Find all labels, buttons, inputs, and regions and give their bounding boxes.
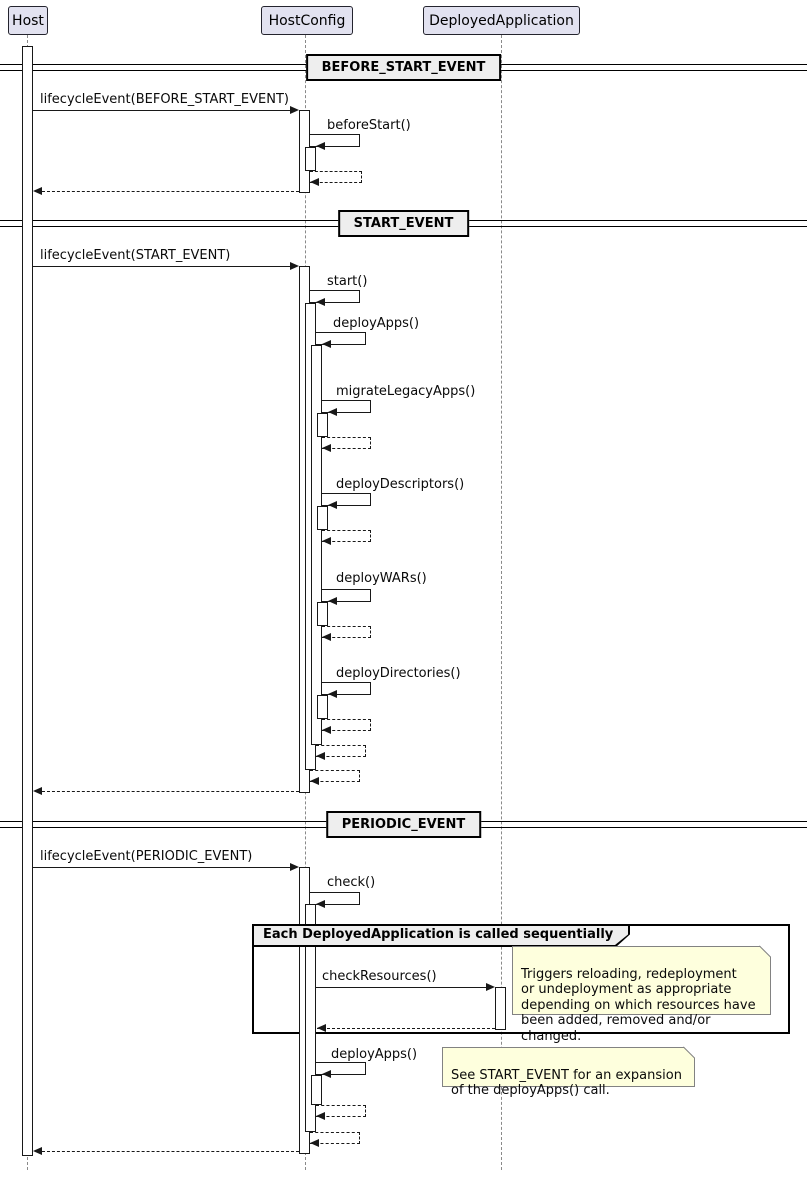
activation-bar-host (22, 46, 33, 1156)
activation-bar-hostconfig (317, 506, 328, 530)
self-call-loop (316, 1062, 366, 1075)
self-return-loop (322, 530, 371, 542)
arrowhead-left (322, 340, 331, 348)
message-line (33, 110, 290, 111)
participant-host-label: Host (12, 12, 44, 29)
arrowhead-left (316, 142, 325, 150)
note-deploy-apps-text: See START_EVENT for an expansion of the … (451, 1067, 682, 1099)
self-return-loop (310, 1132, 360, 1144)
arrowhead-left (328, 597, 337, 605)
arrowhead-left (328, 408, 337, 416)
self-return-loop (322, 719, 371, 731)
message-label-deploydirectories: deployDirectories() (336, 666, 461, 681)
arrowhead-left (310, 777, 319, 785)
message-label-start: start() (327, 274, 368, 289)
return-line (42, 191, 299, 192)
self-return-loop (322, 626, 371, 638)
arrowhead-left (322, 1070, 331, 1078)
self-call-loop (310, 892, 360, 905)
arrowhead-right (486, 983, 495, 991)
divider-start-event: START_EVENT (337, 210, 470, 237)
message-label-deployapps: deployApps() (333, 316, 420, 331)
divider-periodic-event: PERIODIC_EVENT (325, 811, 482, 838)
self-return-loop (322, 437, 371, 449)
arrowhead-left (310, 178, 319, 186)
participant-hostconfig-label: HostConfig (268, 12, 346, 29)
arrowhead-right (290, 863, 299, 871)
arrowhead-right (290, 262, 299, 270)
arrowhead-left (316, 298, 325, 306)
self-call-loop (310, 134, 360, 147)
message-label-deploywars: deployWARs() (336, 571, 427, 586)
participant-hostconfig: HostConfig (261, 6, 353, 35)
group-tab-fill (254, 926, 628, 945)
return-line (317, 1028, 495, 1029)
participant-host: Host (8, 6, 48, 35)
self-call-loop (322, 589, 371, 602)
message-line (33, 867, 290, 868)
message-label-beforestart: beforeStart() (327, 118, 411, 133)
self-call-loop (310, 290, 360, 303)
participant-deployedapplication: DeployedApplication (423, 6, 580, 35)
arrowhead-left (33, 787, 42, 795)
group-title: Each DeployedApplication is called seque… (263, 927, 614, 942)
arrowhead-left (322, 444, 331, 452)
self-return-loop (310, 770, 360, 782)
activation-bar-hostconfig (311, 345, 322, 745)
arrowhead-left (317, 1024, 326, 1032)
message-line (316, 987, 486, 988)
message-label-check: check() (327, 875, 376, 890)
divider-before-start-event: BEFORE_START_EVENT (305, 54, 502, 81)
arrowhead-left (316, 1112, 325, 1120)
message-label-lifecycle-start: lifecycleEvent(START_EVENT) (40, 248, 231, 263)
activation-bar-deployedapplication (495, 987, 506, 1030)
arrowhead-left (316, 752, 325, 760)
self-call-loop (322, 400, 371, 413)
arrowhead-left (33, 1147, 42, 1155)
note-check-resources-text: Triggers reloading, redeployment or unde… (521, 966, 756, 1044)
activation-bar-hostconfig (317, 602, 328, 626)
note-check-resources: Triggers reloading, redeployment or unde… (512, 945, 772, 1044)
message-label-lifecycle-before-start: lifecycleEvent(BEFORE_START_EVENT) (40, 92, 289, 107)
message-label-lifecycle-periodic: lifecycleEvent(PERIODIC_EVENT) (40, 849, 253, 864)
arrowhead-left (33, 187, 42, 195)
self-call-loop (316, 332, 366, 345)
arrowhead-left (322, 633, 331, 641)
activation-bar-hostconfig (311, 1075, 322, 1105)
arrowhead-left (328, 690, 337, 698)
message-label-deployapps-periodic: deployApps() (331, 1047, 418, 1062)
arrowhead-left (316, 900, 325, 908)
message-label-deploydescriptors: deployDescriptors() (336, 477, 465, 492)
self-return-loop (310, 171, 362, 183)
arrowhead-left (322, 537, 331, 545)
message-line (33, 266, 290, 267)
arrowhead-right (290, 106, 299, 114)
arrowhead-left (322, 726, 331, 734)
return-line (42, 791, 299, 792)
participant-deployedapplication-label: DeployedApplication (429, 12, 574, 29)
lifeline-deployedapplication (501, 35, 502, 1170)
return-line (42, 1151, 299, 1152)
self-return-loop (316, 1105, 366, 1117)
self-call-loop (322, 493, 371, 506)
self-return-loop (316, 745, 366, 757)
self-call-loop (322, 682, 371, 695)
message-label-checkresources: checkResources() (322, 969, 437, 984)
arrowhead-left (310, 1139, 319, 1147)
arrowhead-left (328, 501, 337, 509)
note-deploy-apps: See START_EVENT for an expansion of the … (442, 1046, 696, 1098)
message-label-migratelegacyapps: migrateLegacyApps() (336, 384, 476, 399)
activation-bar-hostconfig (317, 413, 328, 437)
activation-bar-hostconfig (305, 147, 316, 171)
activation-bar-hostconfig (317, 695, 328, 719)
